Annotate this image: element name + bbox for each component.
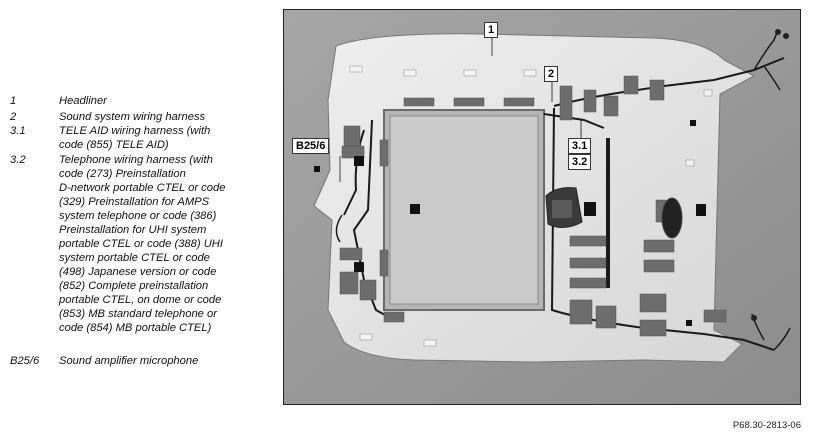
legend-item-1: 1 Headliner	[0, 94, 280, 108]
callout-2: 2	[544, 66, 559, 82]
legend-line: code (273) Preinstallation	[59, 168, 186, 180]
legend-line: Preinstallation for UHI system	[59, 224, 207, 236]
headliner-illustration	[284, 10, 800, 404]
legend-item-b25-6: B25/6 Sound amplifier microphone	[0, 354, 280, 368]
legend-key: 1	[10, 95, 17, 107]
legend-line: (852) Complete preinstallation	[59, 280, 209, 292]
connector-bundles	[335, 29, 791, 351]
legend-line: (853) MB standard telephone or	[59, 308, 217, 320]
legend-key: 3.1	[10, 125, 26, 137]
legend-line: code (854) MB portable CTEL)	[59, 322, 212, 334]
connector-plug	[751, 315, 757, 321]
legend-line: TELE AID wiring harness (with	[59, 125, 211, 137]
headliner-photo-figure: 1 2 3.1 3.2 B25/6	[283, 9, 801, 405]
legend-line: code (855) TELE AID)	[59, 139, 169, 151]
legend-text: Sound amplifier microphone	[59, 354, 264, 368]
callout-3-1: 3.1	[568, 138, 592, 154]
clips	[349, 65, 713, 347]
legend-line: D-network portable CTEL or code	[59, 182, 226, 194]
callout-b25-6: B25/6	[292, 138, 330, 154]
legend-line: system portable CTEL or code	[59, 252, 210, 264]
legend-line: Sound system wiring harness	[59, 111, 206, 123]
dome-light-lens	[552, 200, 572, 218]
oval-speaker	[661, 197, 683, 239]
connector-plug	[783, 33, 789, 39]
legend-line: portable CTEL, on dome or code	[59, 294, 222, 306]
connectors	[314, 120, 706, 326]
legend-line: (329) Preinstallation for AMPS	[59, 196, 210, 208]
harness-strip	[606, 138, 610, 288]
connector-plug	[775, 29, 781, 35]
legend-line: portable CTEL or code (388) UHI	[59, 238, 223, 250]
legend-line: Sound amplifier microphone	[59, 355, 199, 367]
legend-panel: 1 Headliner 2 Sound system wiring harnes…	[0, 0, 280, 437]
legend-key: B25/6	[10, 355, 40, 367]
tape-pieces	[339, 75, 727, 337]
legend-text: Sound system wiring harness	[59, 110, 264, 124]
figure-reference: P68.30-2813-06	[732, 420, 801, 431]
legend-item-2: 2 Sound system wiring harness	[0, 110, 280, 124]
legend-line: (498) Japanese version or code	[59, 266, 217, 278]
callout-3-2: 3.2	[568, 154, 592, 170]
legend-line: Headliner	[59, 95, 107, 107]
legend-text: Telephone wiring harness (with code (273…	[59, 153, 264, 335]
legend-text: TELE AID wiring harness (with code (855)…	[59, 124, 264, 152]
legend-text: Headliner	[59, 94, 264, 108]
callout-1: 1	[484, 22, 499, 38]
legend-item-3-1: 3.1 TELE AID wiring harness (with code (…	[0, 124, 280, 152]
legend-key: 2	[10, 111, 17, 123]
legend-line: system telephone or code (386)	[59, 210, 217, 222]
sunroof-inner	[389, 115, 539, 305]
legend-item-3-2: 3.2 Telephone wiring harness (with code …	[0, 153, 280, 338]
legend-key: 3.2	[10, 154, 26, 166]
legend-line: Telephone wiring harness (with	[59, 154, 213, 166]
